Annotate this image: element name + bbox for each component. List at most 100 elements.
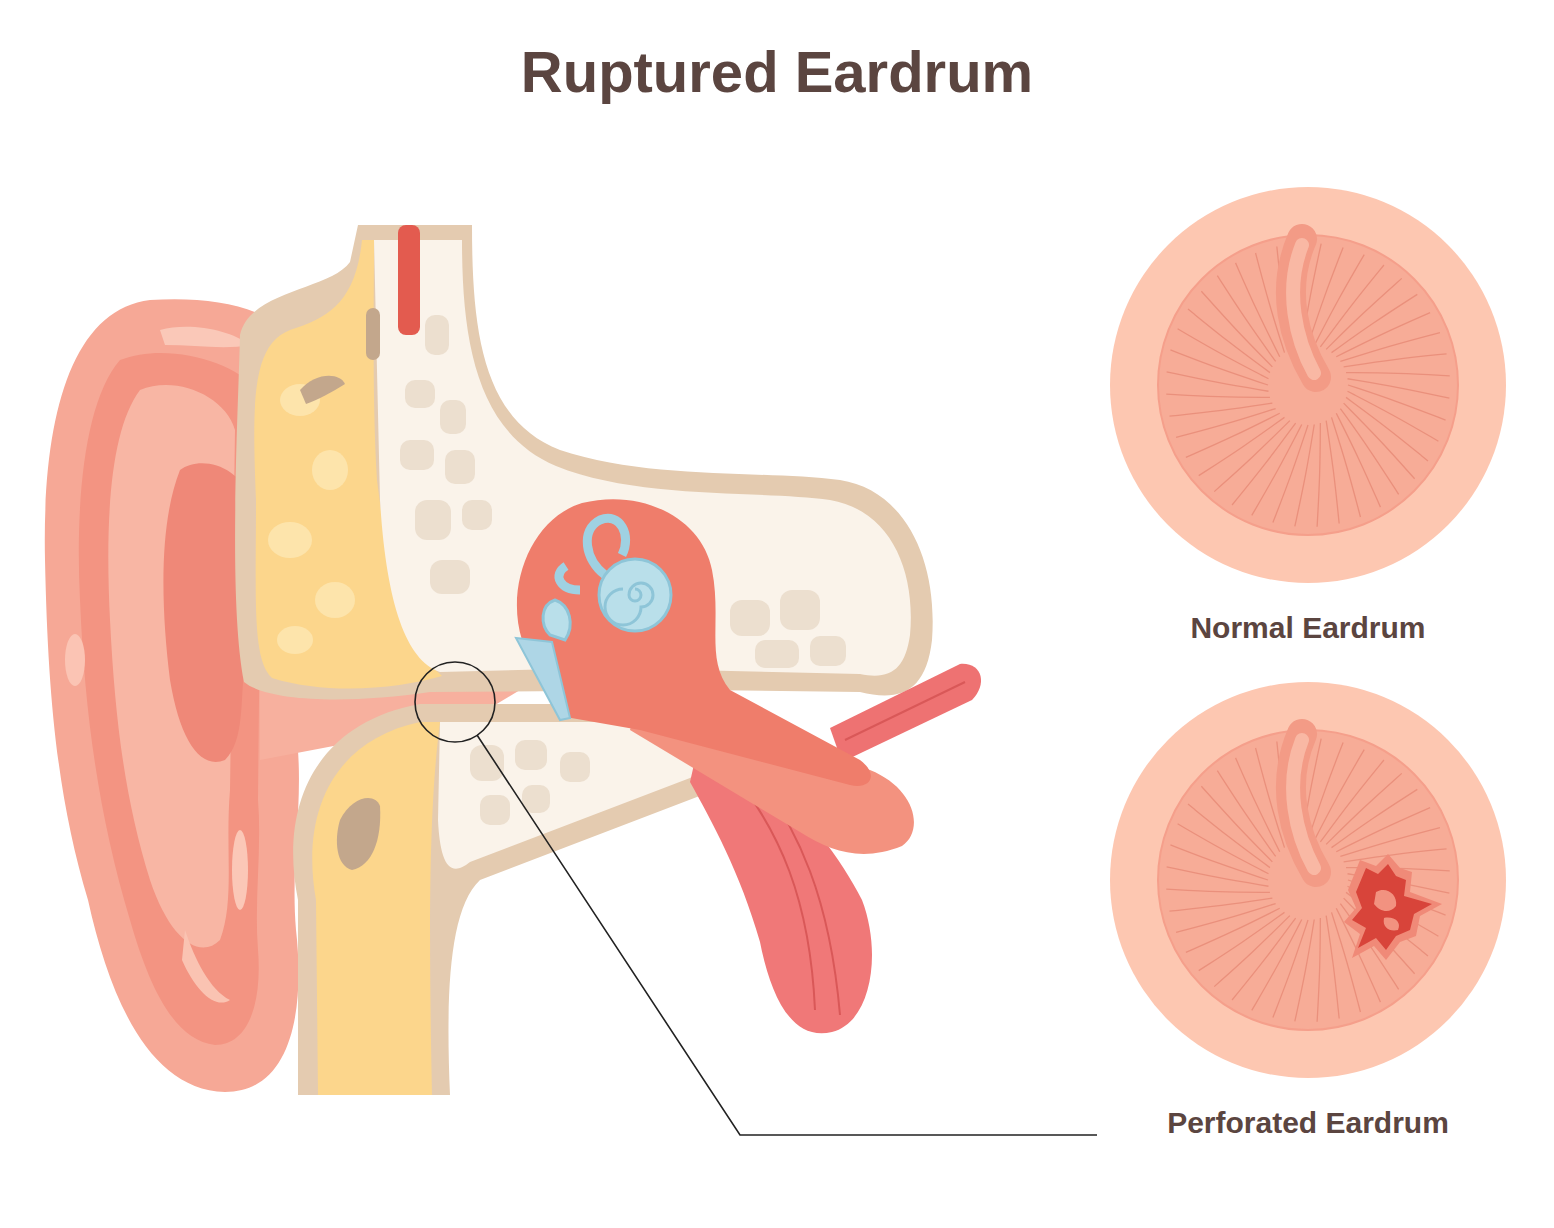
membrane-fiber [1308,247,1343,345]
malleus-handle [1291,734,1316,872]
cochlea-spiral [605,583,653,625]
membrane-fiber [1236,263,1280,357]
membrane-fiber [1295,920,1314,1022]
membrane-fiber [1170,350,1268,385]
muscle-strip [398,225,420,335]
ear-canal-view [1110,682,1506,1078]
membrane-fiber [1176,904,1276,933]
spongy-bone [312,722,440,1095]
bone-cell [515,740,547,770]
compact-bone [374,240,911,676]
membrane-fiber [1326,916,1339,1019]
membrane-fiber [1317,918,1320,1022]
membrane-fiber [1314,750,1364,841]
membrane-fiber [1178,824,1269,874]
membrane-fiber [1308,742,1343,840]
panel-label: Perforated Eardrum [1108,1104,1508,1142]
membrane-fiber [1314,255,1364,346]
membrane-fiber [1214,421,1290,492]
membrane-fiber [1348,391,1439,441]
membrane-fiber [1166,889,1270,892]
bone-cell [268,522,312,558]
membrane-fiber [1252,425,1302,516]
membrane-fiber [1232,423,1296,505]
label-holder: Normal Eardrum [1108,185,1508,647]
membrane-fiber [1201,291,1272,367]
membrane-fiber [1320,760,1384,842]
membrane-fiber [1166,394,1270,397]
membrane-fiber [1336,808,1430,852]
membrane-rim [1158,730,1458,1030]
membrane-fiber [1344,849,1447,862]
membrane-fiber [1186,413,1280,457]
bone-cell [730,600,770,636]
membrane-fiber [1170,845,1268,880]
cochlea [599,559,671,631]
label-holder: Perforated Eardrum [1108,680,1508,1142]
pinna-highlight [232,830,248,910]
membrane-fiber [1186,908,1280,952]
membrane-fiber [1340,828,1440,857]
membrane-fiber [1188,804,1270,868]
diagram-title: Ruptured Eardrum [0,37,1554,107]
bone-cell [440,400,466,434]
eardrum-figure [1110,187,1506,583]
ossicle [543,600,570,640]
membrane-fiber [1232,918,1296,1000]
bone-cell [480,795,510,825]
eardrum-view [1108,680,1508,1080]
membrane-fiber [1273,425,1308,523]
semicircular-canal [559,566,580,590]
middle-ear-cavity [517,499,871,786]
pinna-highlight [65,634,85,686]
bone-cell [810,636,846,666]
tympanic-membrane [1158,235,1458,535]
bone-cell [400,440,434,470]
membrane-fiber [1201,786,1272,862]
bone-cell [277,626,313,654]
ear-canal-view [1110,187,1506,583]
membrane-fiber [1326,773,1402,844]
eardrum-figure [1110,682,1506,1078]
membrane-fiber [1167,867,1269,886]
membrane-fiber [1273,920,1308,1018]
bone-cell [405,380,435,408]
bone-cell [445,450,475,484]
membrane-fiber [1336,413,1380,507]
malleus-handle [1291,239,1316,377]
eardrum-panel: Perforated Eardrum [1108,680,1508,1142]
eardrum [516,638,570,720]
malleus-highlight [1293,245,1314,373]
bone-cell [425,315,449,355]
bone-cell [415,500,451,540]
bone-cells [268,384,355,654]
pinna-rim [79,353,262,1045]
membrane-fiber [1326,421,1339,524]
membrane-fiber [1344,354,1447,367]
pinna-highlight [160,327,250,347]
perforation-hole [1352,864,1432,950]
membrane-fiber [1348,385,1446,420]
panel-label: Normal Eardrum [1108,609,1508,647]
membrane-fiber [1169,898,1272,911]
inner-ear [543,518,671,640]
eardrum-view [1108,185,1508,585]
membrane-fiber [1188,309,1270,373]
tympanic-membrane [1158,730,1458,1030]
muscle [830,664,981,762]
membrane-fiber [1346,373,1450,376]
membrane-fiber [1346,397,1428,461]
membrane-fiber [1236,758,1280,852]
malleus-highlight [1293,740,1314,868]
callout-circle [415,662,495,742]
membrane-fiber [1214,916,1290,987]
pinna-lobe-highlight [182,930,230,1003]
membrane-fiber [1252,920,1302,1011]
leader-line [477,735,1097,1135]
bone-cells [400,315,846,668]
bone-cell [462,500,492,530]
bone-cell [312,450,348,490]
membrane-fiber [1320,265,1384,347]
bone-cell [315,582,355,618]
bone-outline [293,704,726,1095]
